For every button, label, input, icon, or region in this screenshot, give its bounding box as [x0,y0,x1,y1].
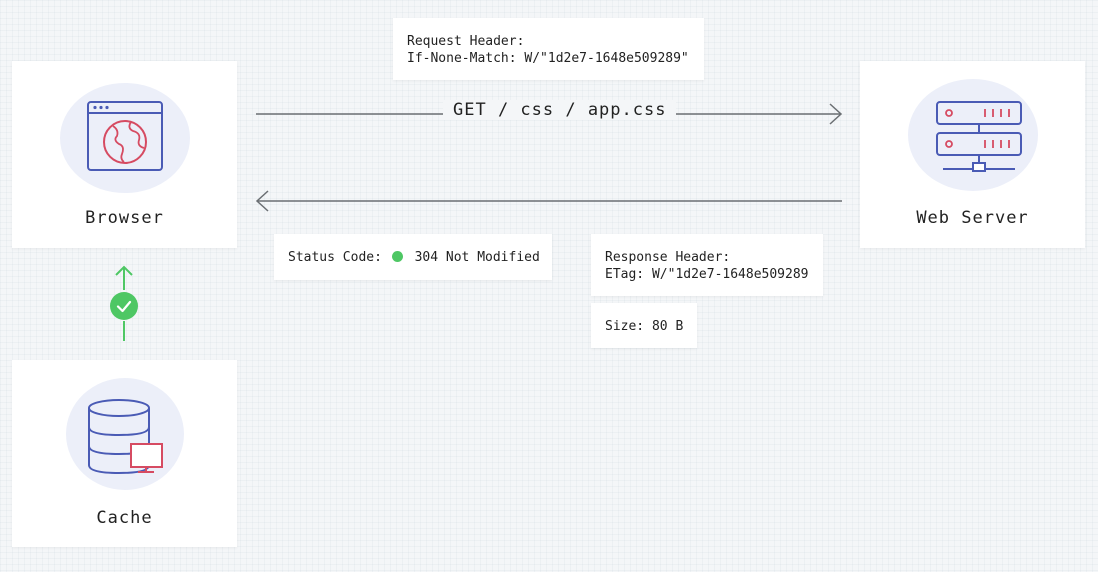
status-indicator-dot [391,251,403,262]
status-code-label: Status Code: [288,250,382,265]
browser-label: Browser [85,208,164,228]
request-header-value: If-None-Match: W/"1d2e7-1648e509289" [407,51,689,66]
cache-node: Cache [12,360,237,547]
response-header-value: ETag: W/"1d2e7-1648e509289 [605,267,809,282]
request-line-label: GET / css / app.css [443,100,677,120]
browser-globe-icon [87,101,163,171]
status-code-value: 304 Not Modified [414,250,540,265]
server-rack-icon [936,101,1022,172]
server-icon-background [907,79,1038,191]
status-code-box: Status Code: 304 Not Modified [274,234,552,280]
cache-label: Cache [96,508,153,528]
check-icon [110,292,138,320]
database-monitor-icon [88,399,163,475]
response-size: Size: 80 B [605,319,684,334]
browser-node: Browser [12,61,237,248]
request-header-title: Request Header: [407,34,525,49]
web-server-label: Web Server [916,208,1029,228]
request-header-box: Request Header: If-None-Match: W/"1d2e7-… [393,18,704,80]
web-server-node: Web Server [860,61,1085,248]
response-header-title: Response Header: [605,250,731,265]
response-header-box: Response Header: ETag: W/"1d2e7-1648e509… [591,234,823,296]
size-box: Size: 80 B [591,303,697,348]
